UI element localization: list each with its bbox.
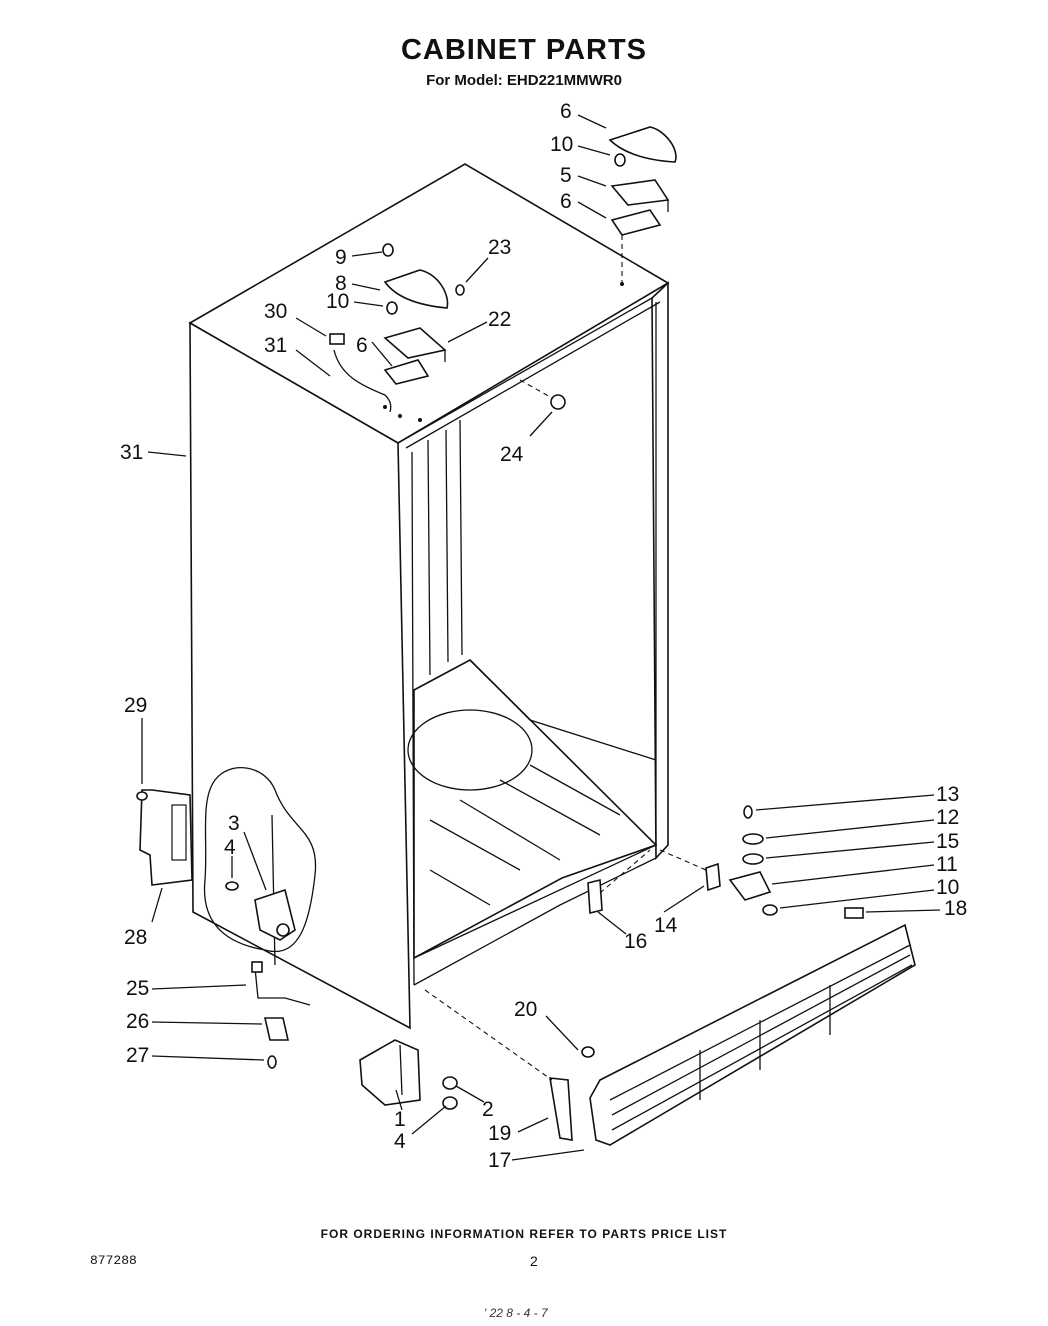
part-19-grille-bracket [424, 989, 595, 1141]
callout-14: 14 [654, 914, 678, 937]
callout-23: 24 [500, 443, 524, 466]
callout-6: 6 [560, 190, 572, 213]
document-number: 877288 [90, 1253, 137, 1268]
callout-9: 9 [335, 246, 347, 269]
top-right-hinge-assembly [608, 126, 677, 282]
part-16-shim [587, 878, 603, 915]
page-title: CABINET PARTS [400, 34, 648, 66]
part-9-screw-icon [382, 243, 394, 257]
part-10-screw-icon [386, 301, 398, 315]
callout-27: 28 [124, 926, 147, 949]
callout-10: 10 [936, 876, 959, 899]
bottom-right-hinge-parts [587, 805, 778, 916]
lower-left-water-parts [251, 961, 311, 1069]
callout-2: 2 [482, 1098, 494, 1121]
part-10-screw-icon [614, 153, 626, 167]
callout-20: 20 [514, 998, 537, 1021]
part-23-plug-icon [550, 394, 566, 410]
callout-7: 6 [560, 100, 572, 123]
callout-22: 23 [488, 236, 511, 259]
part-24-tube [254, 967, 311, 1006]
bottom-fragment: ' 22 8 - 4 - 7 [484, 1306, 548, 1320]
callout-29: 30 [264, 300, 287, 323]
model-subtitle: For Model: EHD221MMWR0 [426, 72, 622, 89]
callout-17: 17 [488, 1149, 511, 1172]
center-top-hinge-assembly [329, 243, 566, 413]
callout-19: 19 [488, 1122, 511, 1145]
callout-25: 26 [126, 1010, 149, 1033]
callout-10: 10 [326, 290, 349, 313]
part-18-clip [844, 907, 864, 919]
callout-18: 18 [944, 897, 967, 920]
part-30-wire-harness [333, 349, 392, 413]
part-6-shim [383, 359, 430, 385]
part-29-connector [329, 333, 345, 345]
callout-24: 25 [126, 977, 149, 1000]
callout-8: 8 [335, 272, 347, 295]
part-12-washer [742, 833, 764, 845]
part-15-washer [742, 853, 764, 865]
part-8-hinge-cover [383, 269, 449, 309]
part-4-screw-icon [225, 881, 239, 891]
part-28-screw-icon [136, 791, 148, 801]
callout-28: 29 [124, 694, 147, 717]
part-4-screw-icon [442, 1096, 458, 1110]
callout-13: 13 [936, 783, 959, 806]
callout-4: 4 [394, 1130, 406, 1153]
part-27-side-bracket [136, 789, 193, 886]
callout-1: 1 [394, 1108, 406, 1131]
page-number: 2 [530, 1253, 538, 1269]
part-10-screw-icon [762, 904, 778, 916]
part-13-screw-icon [743, 805, 753, 819]
part-2-screw-icon [442, 1076, 458, 1090]
leader-lines [141, 114, 941, 1161]
part-25-clamp [263, 1017, 290, 1041]
part-5-hinge [610, 179, 670, 206]
part-3-hinge-block [225, 881, 296, 941]
part-17-toe-grille [589, 907, 916, 1146]
callout-31: 31 [120, 441, 143, 464]
part-11-hinge [728, 871, 772, 901]
callout-15: 15 [936, 830, 959, 853]
part-20-screw-icon [581, 1046, 595, 1058]
callout-16: 16 [624, 930, 647, 953]
ordering-note: FOR ORDERING INFORMATION REFER TO PARTS … [320, 1227, 728, 1241]
part-1-bottom-hinge [359, 1039, 458, 1110]
callout-6: 6 [356, 334, 368, 357]
callout-21: 22 [488, 308, 511, 331]
callout-11: 11 [936, 853, 958, 876]
callout-3: 3 [228, 812, 240, 835]
part-7-hinge-cover [608, 126, 677, 163]
cutaway-panel [203, 767, 317, 966]
callout-10: 10 [550, 133, 573, 156]
callout-30: 31 [264, 334, 287, 357]
part-26-screw-icon [267, 1055, 277, 1069]
callout-labels: 6 10 5 6 9 8 10 23 22 30 31 6 31 24 29 3… [120, 100, 967, 1172]
callout-5: 5 [560, 164, 572, 187]
callout-26: 27 [126, 1044, 149, 1067]
part-14-shim [705, 862, 721, 892]
part-6-shim [610, 209, 662, 236]
callout-12: 12 [936, 806, 959, 829]
callout-4: 4 [224, 836, 236, 859]
part-22-screw-icon [455, 284, 465, 296]
